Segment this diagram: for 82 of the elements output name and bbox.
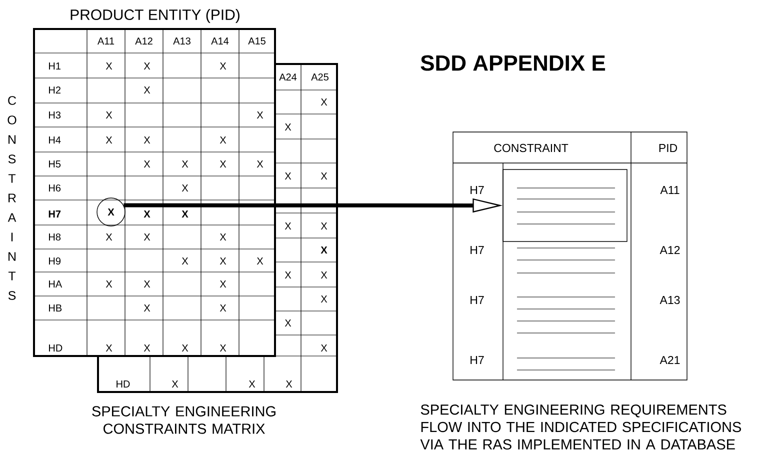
cell-mark: X xyxy=(182,258,188,264)
column-header: A24 xyxy=(279,74,297,80)
stacked-title: CONSTRAINTS xyxy=(8,96,16,300)
row-header: H9 xyxy=(49,257,61,265)
column-header: A12 xyxy=(135,38,152,44)
column-header: A11 xyxy=(98,38,114,44)
heading: SDD APPENDIX E xyxy=(420,55,606,71)
cell-mark: X xyxy=(220,258,226,264)
cell-mark: X xyxy=(144,234,150,240)
caption: SPECIALTY ENGINEERING CONSTRAINTS MATRIX xyxy=(92,406,276,434)
cell-mark: X xyxy=(144,136,150,144)
cell-mark: X xyxy=(144,280,150,288)
row-header: H1 xyxy=(49,62,60,70)
cell-mark: X xyxy=(320,246,328,254)
title: PRODUCT ENTITY (PID) xyxy=(70,9,240,23)
caption: SPECIALTY ENGINEERING REQUIREMENTS FLOW INTO THE INDICATED SPECIFICATIONS VIA THE RAS IMPLEMENTED IN A DATABASE xyxy=(420,404,741,450)
cell-mark: X xyxy=(320,272,328,278)
cell-mark: X xyxy=(248,380,256,388)
cell-mark: X xyxy=(182,160,188,168)
row-header: H7 xyxy=(470,356,484,364)
cell-mark: X xyxy=(284,222,292,230)
cell-mark: X xyxy=(284,172,292,180)
cell-mark: X xyxy=(256,112,264,118)
highlight-box xyxy=(502,169,628,242)
cell-mark: X xyxy=(172,380,178,388)
cell-mark: X xyxy=(320,172,328,180)
row-header: H7 xyxy=(470,186,484,194)
row-header: HB xyxy=(49,304,62,312)
row-header: HD xyxy=(49,344,62,352)
circled-mark: X xyxy=(96,198,126,226)
column-header: A13 xyxy=(173,37,190,45)
row-header: H7 xyxy=(48,210,61,218)
cell-mark: X xyxy=(106,280,112,288)
cell-mark: X xyxy=(144,160,150,168)
cell-mark: X xyxy=(320,344,328,352)
cell-mark: X xyxy=(220,62,226,70)
row-header: H4 xyxy=(49,136,61,144)
cell-mark: X xyxy=(144,304,150,312)
cell-mark: X xyxy=(106,136,112,144)
cell-mark: X xyxy=(286,380,292,388)
cell-mark: X xyxy=(220,280,226,288)
row-header: HA xyxy=(49,280,62,288)
table-header: CONSTRAINT xyxy=(494,144,568,152)
row-header: H2 xyxy=(49,86,60,94)
row-header: H5 xyxy=(49,160,61,168)
cell-mark: X xyxy=(284,272,292,278)
cell-mark: X xyxy=(220,136,226,144)
table-cell: A12 xyxy=(660,246,680,254)
cell-mark: X xyxy=(284,124,292,130)
column-header: A14 xyxy=(211,38,229,44)
table-cell: A13 xyxy=(660,296,680,304)
table-cell: A11 xyxy=(660,186,680,194)
cell-mark: X xyxy=(182,210,188,218)
cell-mark: X xyxy=(144,86,150,94)
cell-mark: X xyxy=(182,184,188,192)
cell-mark: X xyxy=(220,234,226,240)
cell-mark: X xyxy=(220,160,226,168)
row-header: H8 xyxy=(49,233,61,241)
cell-mark: X xyxy=(106,62,112,70)
cell-mark: X xyxy=(106,112,112,118)
column-header: A15 xyxy=(248,38,266,44)
row-header: H7 xyxy=(470,296,484,304)
cell-mark: X xyxy=(220,304,226,312)
cell-mark: X xyxy=(284,320,292,326)
cell-mark: X xyxy=(144,62,150,70)
cell-mark: X xyxy=(182,344,188,352)
cell-mark: X xyxy=(256,258,264,264)
cell-mark: X xyxy=(220,344,226,352)
column-header: A25 xyxy=(311,73,328,81)
row-header: H3 xyxy=(49,111,61,119)
table-header: PID xyxy=(659,144,678,152)
cell-mark: X xyxy=(320,296,328,302)
cell-mark: X xyxy=(320,222,328,230)
table-cell: A21 xyxy=(660,356,680,364)
cell-mark: X xyxy=(256,160,264,168)
row-header: H6 xyxy=(49,184,61,192)
cell-mark: X xyxy=(106,344,112,352)
row-header: H7 xyxy=(470,246,484,254)
row-header: HD xyxy=(116,380,130,388)
cell-mark: X xyxy=(144,210,150,218)
cell-mark: X xyxy=(320,98,328,106)
cell-mark: X xyxy=(144,344,150,352)
